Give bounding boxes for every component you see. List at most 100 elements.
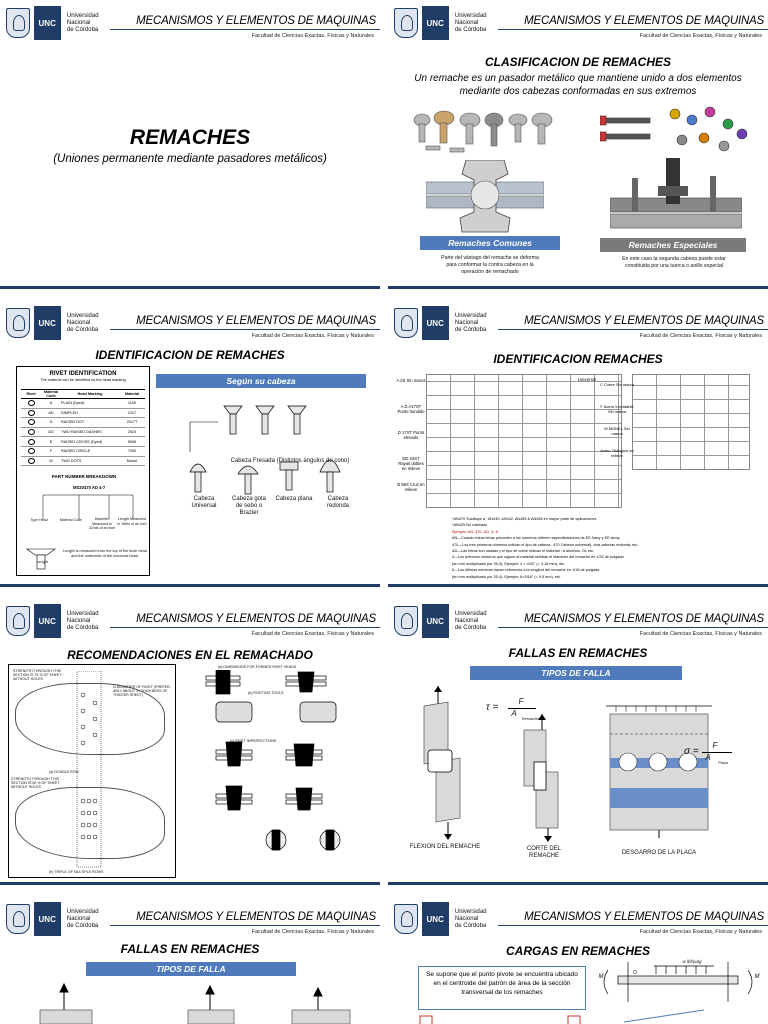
header-rule <box>498 329 768 330</box>
row-label: B 56S Cruz en relieve <box>397 482 425 492</box>
rivet-code-notes: *AN470 Sustituye a : AN430, AN442, AN455… <box>452 516 752 580</box>
table-cell: 2024 <box>127 430 137 435</box>
table-header-cell: Rivet <box>26 392 36 396</box>
row-label: C Cobre Sin marca <box>600 382 635 387</box>
riveter-photo <box>610 158 742 229</box>
slide-divider <box>0 286 380 289</box>
sigma-subscript: Placa <box>718 761 728 765</box>
table-header-cell: Material Code <box>43 390 59 398</box>
row-label: F Acero Inoxidable Sin marca <box>600 404 634 414</box>
crest-icon <box>6 308 30 338</box>
table-header-cell: Material <box>124 392 140 396</box>
common-rivets-photo <box>413 110 553 153</box>
head-type-bar: Según su cabeza <box>156 374 366 388</box>
table-cell: A <box>49 401 53 406</box>
right-row-labels: C Cobre Sin marca F Acero Inoxidable Sin … <box>600 382 634 470</box>
table-cell: 2017T <box>126 420 138 425</box>
left-rivet-table <box>426 374 622 508</box>
table-cell: DIMPLED <box>61 410 78 415</box>
intro-line-1: Un remache es un pasador metálico que ma… <box>414 73 742 84</box>
faculty-name: Facultad de Ciencias Exactas, Físicas y … <box>639 333 762 339</box>
sheet-outline-2 <box>15 787 165 859</box>
crest-icon <box>394 308 418 338</box>
row-label: A D A17ST Punto hundido <box>397 404 425 414</box>
sheet-outline-1 <box>15 683 165 755</box>
row-label: D 17ST Punto elevado <box>397 430 425 440</box>
faculty-name: Facultad de Ciencias Exactas, Físicas y … <box>251 333 374 339</box>
code-note-line: AN—Cuando estas letras preceden a los nú… <box>452 536 621 541</box>
course-title: MECANISMOS Y ELEMENTOS DE MAQUINAS <box>136 613 376 625</box>
slide-heading: IDENTIFICACION DE REMACHES <box>95 348 285 362</box>
code-note-line: *AN425 No cubicado <box>452 523 488 528</box>
strength-note-2: STRENGTH THROUGH THIS SECTION IS 50 % OF… <box>11 777 60 790</box>
slide-divider <box>388 584 768 587</box>
universal-col-label: Universal <box>577 377 597 382</box>
table-cell: TWO RAISED DASHES <box>61 430 102 435</box>
rivet-heads-drawing <box>189 405 341 495</box>
faculty-name: Facultad de Ciencias Exactas, Físicas y … <box>639 631 762 637</box>
table-cell: RAISED CIRCLE <box>61 449 91 454</box>
crest-icon <box>394 904 418 934</box>
course-title: MECANISMOS Y ELEMENTOS DE MAQUINAS <box>136 315 376 327</box>
table-cell: PLAIN (Dyed) <box>61 401 85 406</box>
table-cell: 5056 <box>127 439 137 444</box>
double-row-label: (a) DOUBLE ROW <box>49 770 79 774</box>
tau-numerator: F <box>518 697 524 706</box>
row-label: M MONEL Sin marca <box>604 426 630 436</box>
table-cell: 2117 <box>127 410 137 415</box>
slide-heading: CARGAS EN REMACHES <box>505 944 650 958</box>
unc-label: UNC <box>33 306 61 340</box>
table-cell: 1100 <box>127 401 137 406</box>
crest-icon <box>394 606 418 636</box>
riveting-imperfections-drawing <box>205 670 341 851</box>
slide-heading: FALLAS EN REMACHES <box>120 942 260 956</box>
table-cell: AD <box>48 410 54 415</box>
faculty-name: Facultad de Ciencias Exactas, Físicas y … <box>639 33 762 39</box>
rivet-head-icon <box>21 429 41 436</box>
crest-icon <box>6 8 30 38</box>
length-note: Length is measured from the top of the f… <box>63 549 147 558</box>
shear-label: CORTE DEL REMACHE <box>526 846 562 859</box>
table-cell: 7050 <box>127 449 137 454</box>
unc-label: UNC <box>33 902 61 936</box>
course-title: MECANISMOS Y ELEMENTOS DE MAQUINAS <box>136 911 376 923</box>
code-note-line: (en mm multiplicado por 25,4). Ejemplo: … <box>452 561 566 566</box>
slide-heading: FALLAS EN REMACHES <box>508 646 648 660</box>
row-label: A 2S Sin marca <box>396 378 426 383</box>
rivet-head-icon <box>21 400 41 407</box>
special-rivets-photo <box>600 106 748 152</box>
course-title: MECANISMOS Y ELEMENTOS DE MAQUINAS <box>136 15 376 27</box>
flat-head-label: Cabeza plana <box>275 496 313 502</box>
rivet-head-icon <box>21 438 41 445</box>
special-rivets-bar: Remaches Especiales <box>600 238 746 252</box>
table-row: A PLAIN (Dyed) 1100 <box>21 399 145 409</box>
code-note-line: AD—Las letras son usadas y el tipo de co… <box>452 549 595 554</box>
common-rivets-bar: Remaches Comunes <box>420 236 560 250</box>
channel-sections <box>419 1015 581 1024</box>
header-rule <box>498 925 768 926</box>
label-material-code: Material Code <box>59 518 83 522</box>
table-cell: D <box>49 420 53 425</box>
sigma-fraction-bar <box>702 752 732 753</box>
special-caption: En este caso la segunda cabeza puede est… <box>622 256 726 269</box>
